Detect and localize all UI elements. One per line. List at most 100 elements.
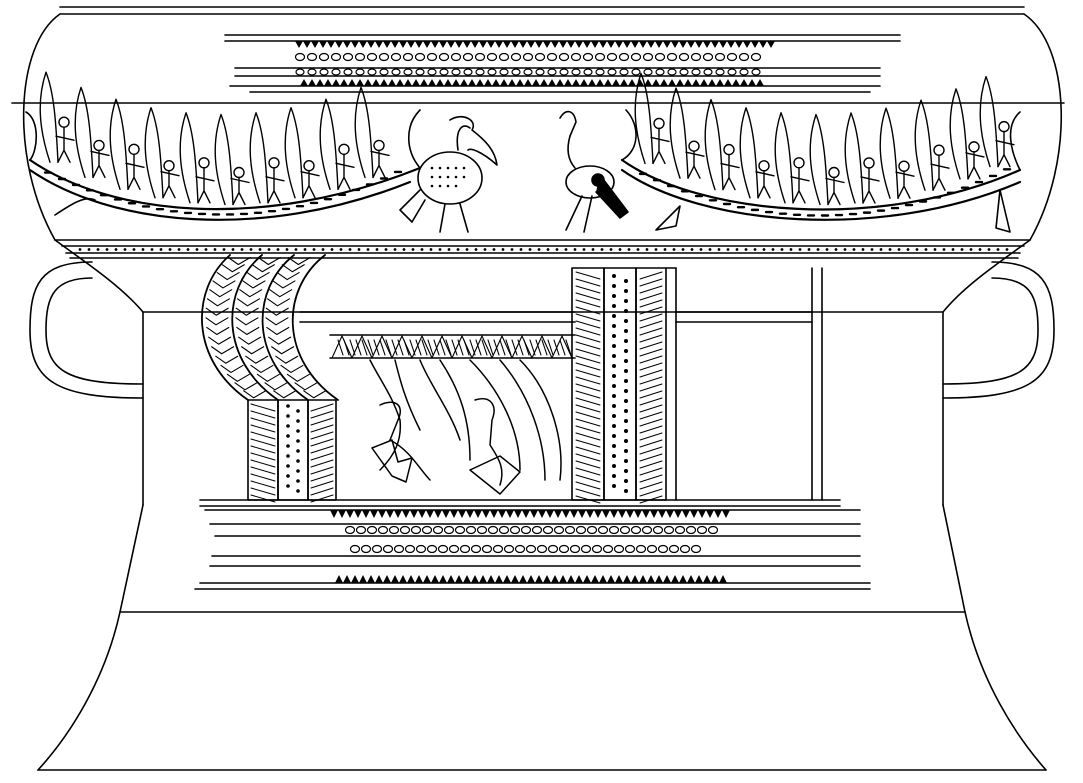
boat-right-stern — [1009, 111, 1021, 171]
circle-motif — [403, 68, 413, 76]
circle-motif — [666, 52, 678, 62]
circle-motif — [404, 544, 416, 554]
circle-motif — [597, 525, 609, 535]
hatch-mark — [639, 439, 663, 448]
hatch-mark — [639, 432, 663, 441]
triangle-tooth — [404, 79, 412, 86]
braid-chevron — [235, 307, 259, 316]
circle-motif — [547, 68, 557, 76]
circle-motif — [354, 52, 366, 62]
dot — [141, 248, 145, 251]
dot — [612, 284, 616, 288]
triangle-tooth — [522, 510, 530, 518]
hatch-mark — [409, 339, 416, 356]
circle-motif — [295, 68, 305, 76]
braid-chevron — [268, 336, 292, 345]
dot — [438, 166, 442, 170]
handle-right-outer — [942, 261, 1055, 399]
braid-chevron — [215, 355, 239, 364]
triangle-tooth — [335, 575, 343, 583]
hatch-mark — [250, 473, 276, 482]
plume — [519, 359, 562, 481]
circle-motif — [558, 52, 570, 62]
dot — [789, 248, 793, 251]
dot — [438, 184, 442, 188]
dot — [462, 175, 466, 179]
dot — [624, 399, 628, 403]
hatch-mark — [639, 390, 663, 399]
hatch-mark — [639, 453, 663, 462]
circle-motif — [450, 52, 462, 62]
circle-motif — [642, 52, 654, 62]
hatch-mark — [310, 403, 334, 412]
hatch-mark — [310, 473, 334, 482]
dot — [612, 394, 616, 398]
hatch-mark — [310, 431, 334, 440]
braid-chevron — [266, 326, 290, 336]
triangle-tooth — [546, 510, 554, 518]
cord-edge — [231, 254, 279, 401]
braid-chevron — [234, 382, 258, 391]
triangle-tooth — [415, 575, 423, 583]
hatch-mark — [310, 445, 334, 454]
circle-motif — [511, 68, 521, 76]
triangle-tooth — [375, 41, 383, 48]
hatch-mark — [639, 418, 663, 427]
bird-neck — [567, 135, 576, 169]
triangle-tooth — [644, 79, 652, 86]
hull-hatch — [638, 168, 1012, 217]
triangle-tooth — [559, 41, 567, 48]
dot — [296, 479, 300, 483]
dot — [348, 248, 352, 251]
plume — [704, 98, 724, 191]
circle-motif — [448, 544, 460, 554]
triangle-tooth — [332, 79, 340, 86]
dot — [624, 409, 628, 413]
braid-chevron — [264, 382, 288, 391]
triangle-tooth — [767, 41, 775, 48]
dot — [286, 424, 290, 428]
braid-chevron — [227, 256, 251, 266]
triangle-tooth — [594, 510, 602, 518]
circle-motif — [454, 525, 466, 535]
triangle-tooth — [562, 510, 570, 518]
triangle-tooth — [535, 41, 543, 48]
hatch-mark — [250, 445, 276, 454]
hatch-mark — [250, 494, 276, 503]
triangle-tooth — [634, 510, 642, 518]
triangle-tooth — [474, 510, 482, 518]
bird-neck — [474, 398, 503, 486]
circle-motif — [641, 525, 653, 535]
triangle-tooth — [578, 510, 586, 518]
braid-chevron — [236, 298, 261, 307]
figure-head — [58, 116, 70, 128]
dot — [612, 474, 616, 478]
triangle-tooth — [500, 79, 508, 86]
circle-motif — [342, 52, 354, 62]
figure-head — [688, 140, 700, 152]
bird-body — [417, 151, 483, 205]
plume — [249, 112, 269, 204]
triangle-tooth — [663, 575, 671, 583]
circle-motif — [462, 52, 474, 62]
hatch-mark — [575, 460, 601, 469]
circle-motif — [630, 525, 642, 535]
hatch-mark — [511, 339, 518, 356]
bird-tail — [595, 174, 629, 219]
triangle-tooth — [626, 510, 634, 518]
triangle-tooth — [407, 575, 415, 583]
plume — [419, 359, 461, 441]
triangle-tooth — [442, 510, 450, 518]
triangle-tooth — [602, 510, 610, 518]
hatch-mark — [575, 432, 601, 441]
triangle-tooth — [458, 510, 466, 518]
circle-motif — [451, 68, 461, 76]
dot — [735, 248, 739, 251]
hatch-mark — [547, 339, 554, 356]
hatch-mark — [575, 418, 601, 427]
circle-motif — [602, 544, 614, 554]
circle-motif — [739, 68, 749, 76]
triangle-tooth — [471, 41, 479, 48]
circle-motif — [498, 52, 510, 62]
